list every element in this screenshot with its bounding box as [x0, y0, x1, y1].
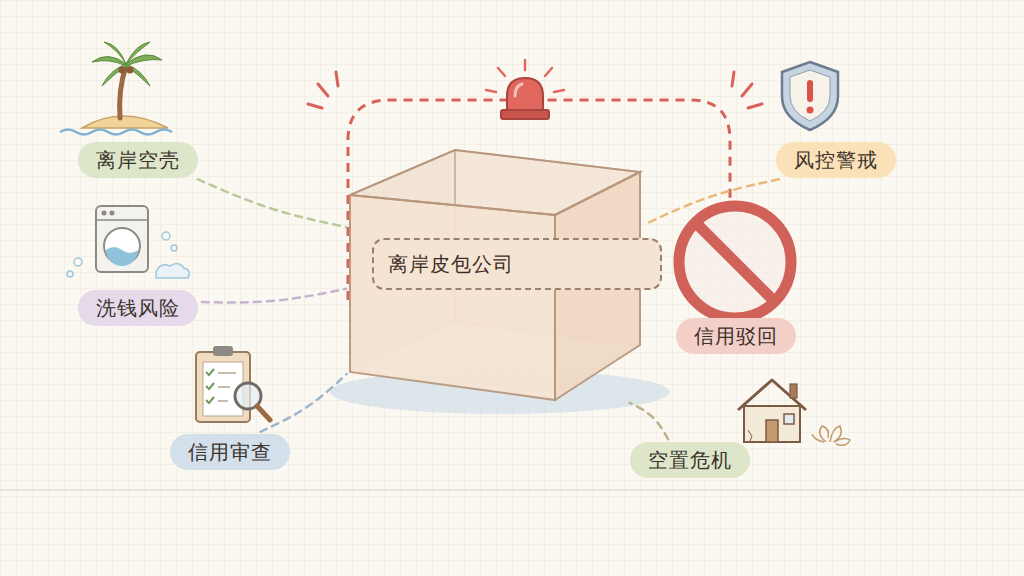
pill-text: 风控警戒	[794, 148, 878, 172]
box-label: 离岸皮包公司	[372, 238, 662, 290]
palm-island-icon	[60, 42, 172, 135]
house-icon	[738, 380, 850, 445]
dashed-connector	[260, 374, 346, 432]
pill-text: 洗钱风险	[96, 296, 180, 320]
siren-icon	[486, 60, 564, 119]
pill-text: 信用驳回	[694, 324, 778, 348]
label-pill: 空置危机	[630, 442, 750, 478]
dashed-connector	[630, 403, 668, 439]
pill-text: 空置危机	[648, 448, 732, 472]
label-pill: 信用审查	[170, 434, 290, 470]
label-pill: 离岸空壳	[78, 142, 198, 178]
pill-text: 离岸空壳	[96, 148, 180, 172]
paper-rule	[0, 489, 1024, 491]
prohibition-sign	[679, 206, 791, 318]
label-pill: 信用驳回	[676, 318, 796, 354]
clipboard-icon	[196, 346, 270, 422]
label-pill: 风控警戒	[776, 142, 896, 178]
dashed-connector	[202, 289, 346, 303]
pill-text: 信用审查	[188, 440, 272, 464]
shield-icon	[782, 62, 838, 130]
dashed-connector	[644, 179, 779, 225]
box-node: 离岸皮包公司	[350, 150, 640, 400]
label-pill: 洗钱风险	[78, 290, 198, 326]
washing-machine-icon	[67, 206, 189, 278]
dashed-connector	[198, 179, 347, 227]
cardboard-box	[330, 150, 670, 414]
